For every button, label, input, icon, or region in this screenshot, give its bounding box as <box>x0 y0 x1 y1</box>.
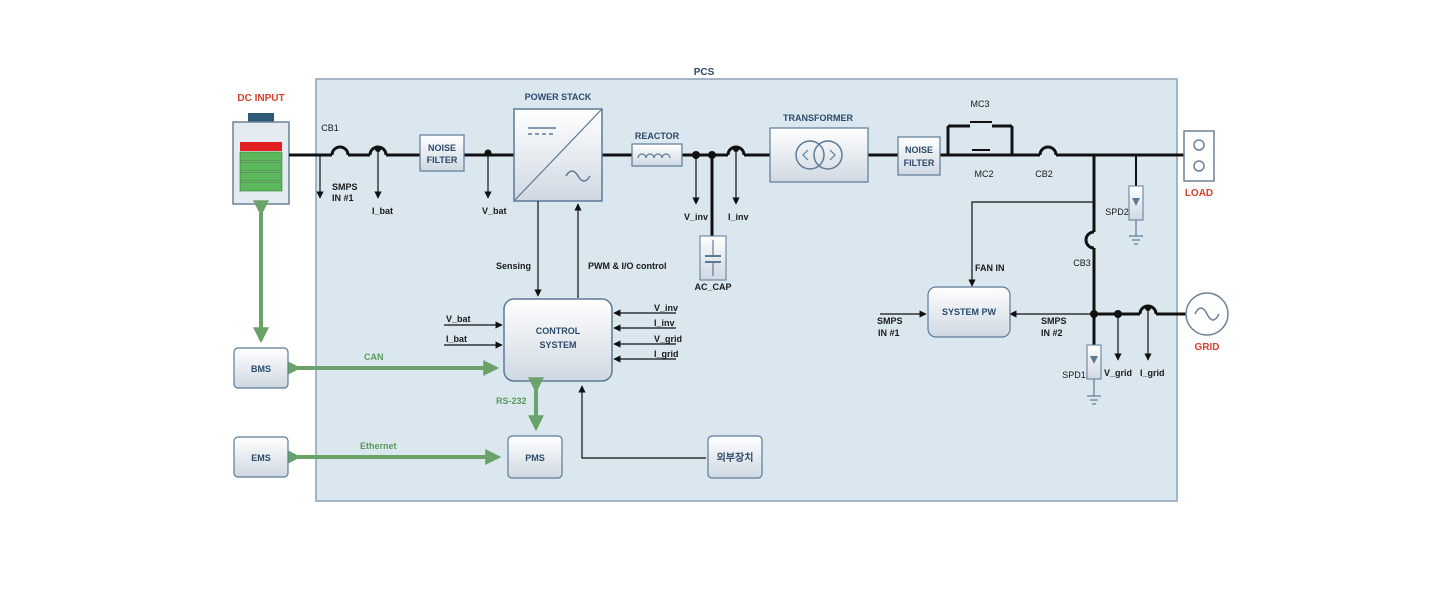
i-bat-label: I_bat <box>372 206 393 216</box>
rs232-label: RS-232 <box>496 396 527 406</box>
power-stack-label: POWER STACK <box>525 92 592 102</box>
power-stack <box>513 108 603 202</box>
svg-text:NOISE: NOISE <box>428 143 456 153</box>
cs-in-i-bat: I_bat <box>446 334 467 344</box>
junction-dot <box>1114 310 1122 318</box>
mc2-label: MC2 <box>974 169 993 179</box>
grid-label: GRID <box>1195 342 1220 353</box>
svg-text:외부장치: 외부장치 <box>717 451 754 464</box>
cb2-label: CB2 <box>1035 169 1053 179</box>
cs-in-i-inv: I_inv <box>654 318 675 328</box>
i-inv-label: I_inv <box>728 212 749 222</box>
load-label: LOAD <box>1185 188 1213 199</box>
bms-block: BMS <box>233 347 289 389</box>
cb3-label: CB3 <box>1073 258 1091 268</box>
pms-block: PMS <box>507 435 563 479</box>
svg-text:BMS: BMS <box>251 364 271 374</box>
grid-ac-icon <box>1185 292 1229 336</box>
smps1-right-label-b: IN #1 <box>878 328 900 338</box>
pcs-title: PCS <box>694 67 715 78</box>
load-icon <box>1183 130 1215 182</box>
noise-filter-1: NOISE FILTER <box>419 134 465 172</box>
spd1-icon <box>1086 344 1102 405</box>
spd2-icon <box>1128 185 1144 245</box>
cs-in-v-bat: V_bat <box>446 314 471 324</box>
ac-cap-label: AC_CAP <box>694 282 731 292</box>
cs-in-v-grid: V_grid <box>654 334 682 344</box>
svg-text:FILTER: FILTER <box>427 155 458 165</box>
v-bat-label: V_bat <box>482 206 507 216</box>
svg-text:EMS: EMS <box>251 453 271 463</box>
smps2-label-b: IN #2 <box>1041 328 1063 338</box>
transformer-label: TRANSFORMER <box>783 113 853 123</box>
pwm-label: PWM & I/O control <box>588 261 667 271</box>
system-pw-block: SYSTEM PW <box>927 286 1011 338</box>
svg-text:NOISE: NOISE <box>905 145 933 155</box>
ac-cap-icon <box>699 235 727 281</box>
junction-dot <box>1145 305 1151 311</box>
junction-dot <box>484 149 492 157</box>
ethernet-label: Ethernet <box>360 441 397 451</box>
junction-dot <box>375 146 381 152</box>
ems-block: EMS <box>233 436 289 478</box>
external-device-block: 외부장치 <box>707 435 763 479</box>
dc-input-label: DC INPUT <box>237 93 284 104</box>
mc3-contactor <box>946 121 1014 155</box>
svg-text:CONTROL: CONTROL <box>536 326 581 336</box>
reactor <box>631 143 683 167</box>
smps2-label-a: SMPS <box>1041 316 1067 326</box>
svg-text:SYSTEM PW: SYSTEM PW <box>942 307 997 317</box>
smps1-label-b: IN #1 <box>332 193 354 203</box>
cb1-label: CB1 <box>321 123 339 133</box>
control-system-block: CONTROL SYSTEM <box>503 298 613 382</box>
svg-text:PMS: PMS <box>525 453 545 463</box>
reactor-label: REACTOR <box>635 131 680 141</box>
sensing-label: Sensing <box>496 261 531 271</box>
v-grid-label: V_grid <box>1104 368 1132 378</box>
svg-text:FILTER: FILTER <box>904 158 935 168</box>
spd2-label: SPD2 <box>1105 207 1129 217</box>
mc3-label: MC3 <box>970 99 989 109</box>
can-label: CAN <box>364 352 384 362</box>
cs-in-v-inv: V_inv <box>654 303 678 313</box>
smps1-label-a: SMPS <box>332 182 358 192</box>
v-inv-label: V_inv <box>684 212 708 222</box>
noise-filter-2: NOISE FILTER <box>897 136 941 176</box>
battery-icon <box>232 113 290 205</box>
svg-text:SYSTEM: SYSTEM <box>539 340 576 350</box>
junction-dot <box>733 146 739 152</box>
junction-dot <box>692 151 700 159</box>
spd1-label: SPD1 <box>1062 370 1086 380</box>
i-grid-label: I_grid <box>1140 368 1165 378</box>
cs-in-i-grid: I_grid <box>654 349 679 359</box>
transformer <box>769 127 869 183</box>
smps1-right-label-a: SMPS <box>877 316 903 326</box>
fan-in-label: FAN IN <box>975 263 1005 273</box>
